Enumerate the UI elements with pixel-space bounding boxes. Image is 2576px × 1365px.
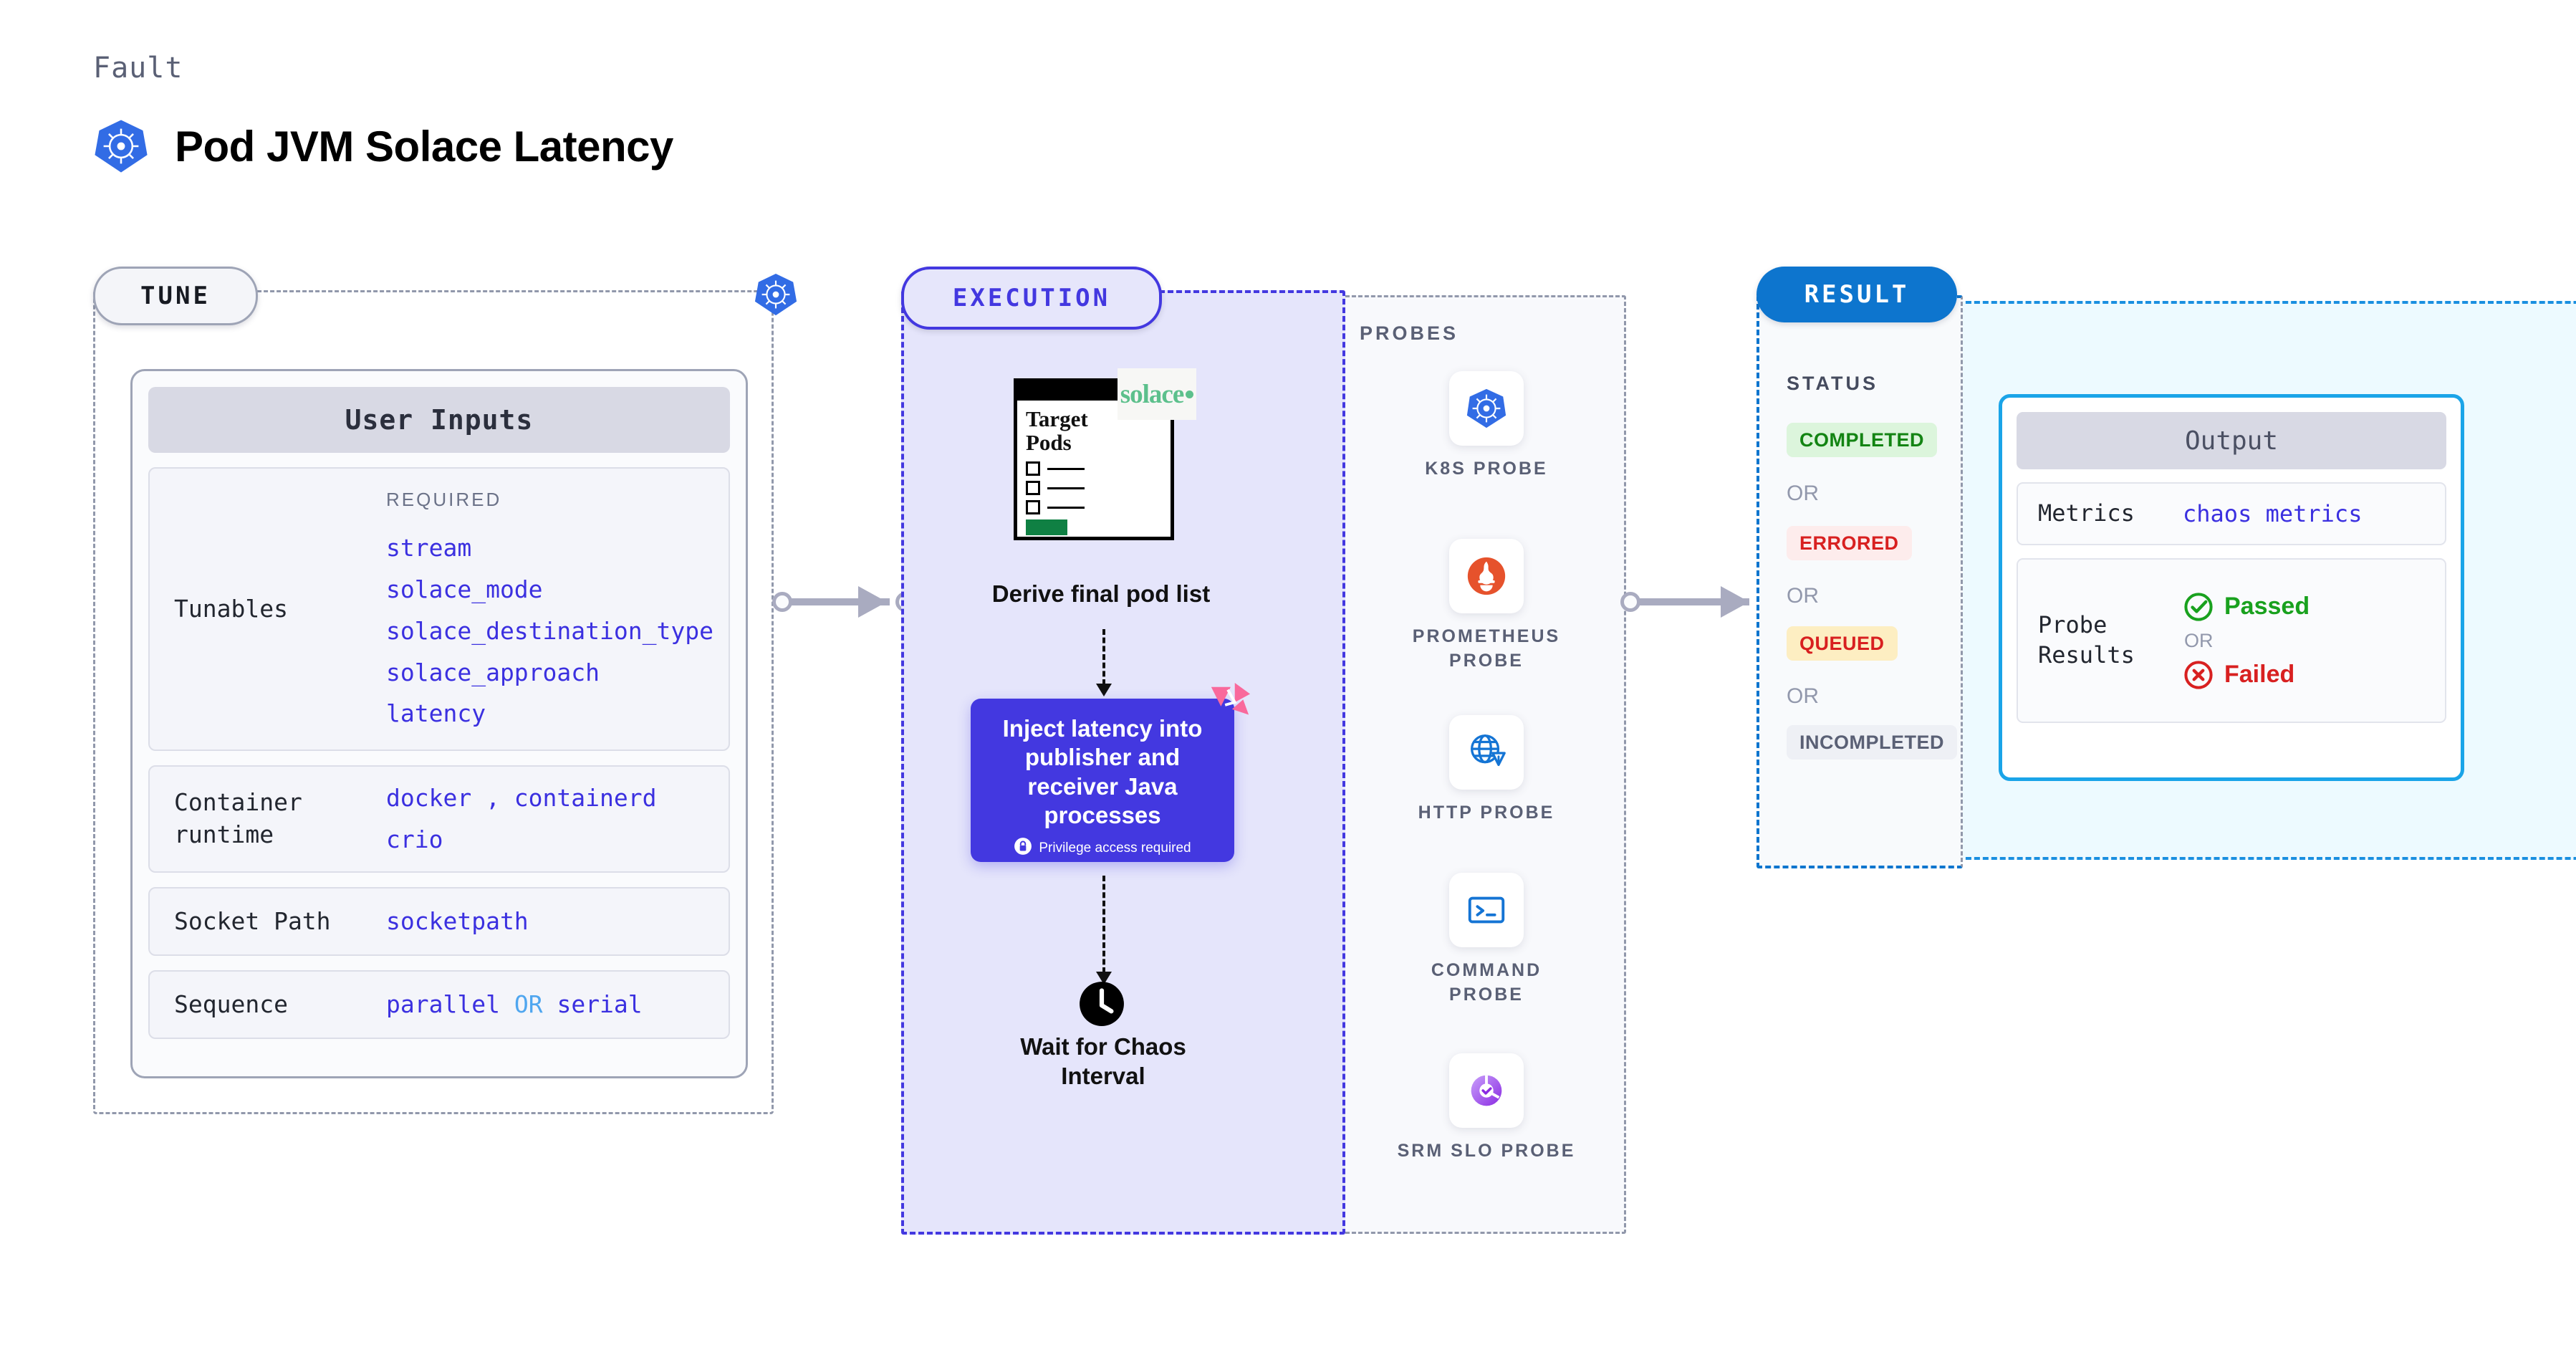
execution-pill[interactable]: EXECUTION (901, 267, 1162, 330)
probe-label: PROMETHEUS PROBE (1412, 626, 1561, 671)
list-item (1026, 481, 1171, 496)
target-pods-title: Target Pods (1026, 406, 1088, 455)
probe-results-label: Probe Results (2038, 611, 2135, 669)
metrics-label: Metrics (2038, 499, 2135, 527)
probe-prometheus[interactable]: PROMETHEUS PROBE (1397, 539, 1576, 674)
tunable-item[interactable]: solace_mode (386, 575, 543, 604)
container-runtime-row: Container runtime docker , containerd cr… (148, 765, 730, 873)
container-runtime-label: Container runtime (174, 788, 302, 848)
checkbox-icon (1026, 500, 1040, 515)
page-title: Pod JVM Solace Latency (175, 122, 673, 171)
sequence-row: Sequence parallel OR serial (148, 970, 730, 1039)
output-card: Output Metrics chaos metrics Probe Resul… (1999, 394, 2464, 781)
inject-latency-card: Inject latency into publisher and receiv… (971, 682, 1251, 862)
prometheus-icon (1449, 539, 1524, 613)
tunable-item[interactable]: solace_destination_type (386, 616, 713, 645)
sequence-values: parallel OR serial (386, 984, 729, 1025)
status-badge-completed: COMPLETED (1787, 423, 1938, 457)
probe-result-passed: Passed (2183, 591, 2445, 623)
result-pill[interactable]: RESULT (1756, 267, 1957, 322)
wait-caption: Wait for Chaos Interval (1020, 1033, 1186, 1090)
privilege-note: Privilege access required (989, 837, 1216, 860)
page-kicker: Fault (93, 52, 183, 85)
status-label: STATUS (1787, 373, 1878, 394)
checkbox-icon (1026, 461, 1040, 476)
srm-slo-icon (1449, 1053, 1524, 1128)
tunable-item[interactable]: solace_approach (386, 658, 600, 686)
sequence-value-serial[interactable]: serial (557, 990, 643, 1019)
terminal-icon (1449, 873, 1524, 947)
user-inputs-card: User Inputs Tunables REQUIRED stream sol… (130, 369, 748, 1078)
arrow-down-icon (1096, 876, 1112, 985)
tunables-label: Tunables (174, 594, 288, 623)
tune-pill[interactable]: TUNE (93, 267, 258, 325)
tunable-item[interactable]: stream (386, 534, 472, 562)
metrics-value[interactable]: chaos metrics (2183, 500, 2363, 527)
kubernetes-icon (1449, 371, 1524, 446)
pods-checklist (1017, 454, 1171, 515)
user-inputs-title: User Inputs (148, 387, 730, 453)
connector-execution-result (1620, 586, 1778, 618)
tunables-values: REQUIRED stream solace_mode solace_desti… (386, 484, 729, 734)
connector-tune-execution (772, 586, 915, 618)
container-runtime-values: docker , containerd crio (386, 777, 729, 861)
probe-label: K8S PROBE (1425, 459, 1548, 479)
socket-path-row: Socket Path socketpath (148, 887, 730, 956)
socket-path-label: Socket Path (174, 906, 331, 935)
or-separator: OR (1787, 684, 1819, 708)
status-badge-errored: ERRORED (1787, 526, 1912, 560)
runtime-value-line1[interactable]: docker , containerd (386, 784, 657, 813)
sequence-or: OR (514, 990, 543, 1019)
sequence-value-parallel[interactable]: parallel (386, 990, 500, 1019)
solace-logo: solace (1118, 368, 1196, 420)
target-pods-graphic: Target Pods solace (1014, 368, 1196, 550)
arrow-down-icon (1096, 629, 1112, 696)
runtime-value-line2[interactable]: crio (386, 825, 443, 853)
sequence-label: Sequence (174, 990, 288, 1018)
card-button-graphic (1026, 519, 1067, 536)
privilege-note-text: Privilege access required (1039, 840, 1191, 856)
probe-srm-slo[interactable]: SRM SLO PROBE (1397, 1053, 1576, 1164)
probes-title: PROBES (1360, 322, 1459, 344)
clock-icon (1078, 980, 1125, 1028)
status-badge-queued: QUEUED (1787, 626, 1898, 661)
probe-command[interactable]: COMMAND PROBE (1397, 873, 1576, 1007)
probe-label: SRM SLO PROBE (1397, 1141, 1576, 1161)
probe-k8s[interactable]: K8S PROBE (1397, 371, 1576, 482)
or-separator: OR (2184, 629, 2214, 651)
metrics-row: Metrics chaos metrics (2017, 482, 2446, 545)
probe-results-values: Passed OR Failed (2183, 591, 2445, 691)
probe-result-failed: Failed (2183, 659, 2445, 691)
status-region (1756, 295, 1963, 868)
lock-icon (1014, 837, 1032, 860)
status-badge-incompleted: INCOMPLETED (1787, 725, 1958, 760)
derive-caption: Derive final pod list (991, 580, 1211, 607)
kubernetes-icon (754, 272, 798, 317)
required-label: REQUIRED (386, 488, 502, 510)
list-item (1026, 461, 1171, 476)
tunable-item[interactable]: latency (386, 699, 486, 728)
tunables-row: Tunables REQUIRED stream solace_mode sol… (148, 467, 730, 751)
output-title: Output (2017, 412, 2446, 469)
x-circle-icon (2183, 659, 2214, 691)
inject-latency-text: Inject latency into publisher and receiv… (1002, 715, 1203, 828)
check-circle-icon (2183, 591, 2214, 623)
page-title-row: Pod JVM Solace Latency (93, 118, 673, 174)
probe-label: COMMAND PROBE (1431, 960, 1542, 1005)
passed-label: Passed (2224, 593, 2310, 620)
litmus-icon (1207, 681, 1251, 726)
failed-label: Failed (2224, 661, 2295, 688)
probe-label: HTTP PROBE (1418, 803, 1555, 823)
tune-region (93, 290, 774, 1114)
checkbox-icon (1026, 481, 1040, 496)
probe-http[interactable]: HTTP PROBE (1397, 715, 1576, 825)
or-separator: OR (1787, 584, 1819, 608)
probe-results-row: Probe Results Passed OR (2017, 558, 2446, 723)
globe-warning-icon (1449, 715, 1524, 790)
or-separator: OR (1787, 482, 1819, 505)
socket-path-value[interactable]: socketpath (386, 907, 529, 936)
kubernetes-icon (93, 118, 149, 174)
list-item (1026, 500, 1171, 515)
